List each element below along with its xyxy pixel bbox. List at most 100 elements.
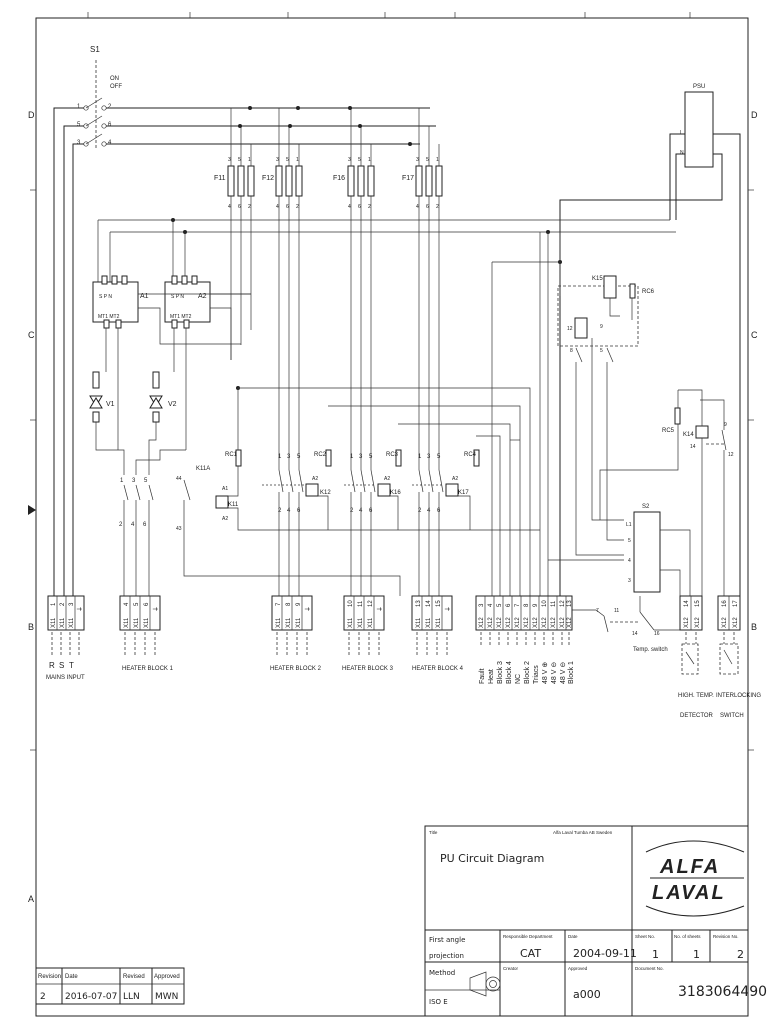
svg-text:Approved: Approved <box>154 974 180 980</box>
document-number: 3183064490 <box>678 984 767 1000</box>
svg-text:No. of sheets: No. of sheets <box>674 934 701 939</box>
svg-text:Date: Date <box>568 934 578 939</box>
svg-text:5: 5 <box>358 157 361 163</box>
svg-text:S1: S1 <box>90 45 100 54</box>
svg-text:RC1: RC1 <box>225 452 238 458</box>
svg-text:3: 3 <box>359 454 363 460</box>
row-mark-b-right: B <box>751 622 757 632</box>
svg-text:16: 16 <box>722 600 728 607</box>
svg-text:X12: X12 <box>560 617 566 628</box>
svg-text:15: 15 <box>695 600 701 607</box>
fuse-f12: F12 3 5 1 4 6 2 <box>262 157 303 210</box>
svg-text:16: 16 <box>654 631 660 637</box>
svg-text:Block 3: Block 3 <box>497 661 504 684</box>
terminal-strip-heater3: X11 X11 X11 ⏚ 10 11 12 HEATER BLOCK 3 <box>342 595 394 672</box>
svg-text:3: 3 <box>479 603 485 607</box>
svg-text:X11: X11 <box>124 617 130 628</box>
svg-text:4: 4 <box>488 603 494 607</box>
svg-text:F11: F11 <box>214 175 226 182</box>
svg-text:First angle: First angle <box>429 936 465 944</box>
triac-v2: V2 <box>149 371 177 423</box>
svg-text:ALFA: ALFA <box>659 856 720 878</box>
svg-text:5: 5 <box>297 454 301 460</box>
svg-text:⏚: ⏚ <box>77 606 84 612</box>
svg-text:10: 10 <box>542 600 548 607</box>
row-mark-d-right: D <box>751 110 758 120</box>
svg-text:44: 44 <box>176 476 182 482</box>
svg-text:S: S <box>59 661 64 670</box>
svg-text:3: 3 <box>77 140 81 146</box>
terminal-strip-heater1: X11 X11 X11 ⏚ 4 5 6 HEATER BLOCK 1 <box>119 595 174 672</box>
terminal-strip-signals: X12 X12 X12 X12 X12 X12 X12 X12 X12 X12 … <box>475 595 575 684</box>
svg-text:X12: X12 <box>684 617 690 628</box>
main-switch-s1: S1 ON OFF 1 5 3 2 6 4 <box>77 45 122 150</box>
svg-text:2: 2 <box>737 948 744 961</box>
svg-text:DETECTOR: DETECTOR <box>680 713 714 719</box>
svg-text:Revision: Revision <box>38 974 61 980</box>
svg-text:PSU: PSU <box>693 84 705 90</box>
svg-text:6: 6 <box>506 603 512 607</box>
svg-text:1: 1 <box>120 478 124 484</box>
svg-text:Fault: Fault <box>479 668 486 684</box>
svg-text:L1: L1 <box>626 522 632 528</box>
title-block: Title Alfa Laval Tumba AB Sweden PU Circ… <box>424 825 767 1017</box>
svg-text:6: 6 <box>286 204 289 210</box>
svg-text:X11: X11 <box>51 617 57 628</box>
svg-text:15: 15 <box>436 600 442 607</box>
contact-group-heater1: 1 3 5 2 4 6 <box>119 478 154 596</box>
svg-text:Block 2: Block 2 <box>524 661 531 684</box>
svg-text:2: 2 <box>436 204 439 210</box>
svg-text:6: 6 <box>437 508 441 514</box>
svg-text:4: 4 <box>124 602 130 606</box>
svg-text:4: 4 <box>359 508 363 514</box>
svg-text:X11: X11 <box>60 617 66 628</box>
drawing-frame: D C B A D C B <box>28 12 758 1017</box>
svg-text:6: 6 <box>143 522 147 528</box>
junction-dots <box>171 106 562 390</box>
svg-text:12: 12 <box>368 600 374 607</box>
svg-text:X12: X12 <box>733 617 739 628</box>
svg-text:48 V ⊖: 48 V ⊖ <box>551 662 558 684</box>
svg-text:N: N <box>680 150 684 156</box>
svg-text:Document No.: Document No. <box>635 966 664 971</box>
center-arrow-icon <box>28 505 36 515</box>
svg-text:1: 1 <box>77 104 81 110</box>
svg-text:2: 2 <box>418 508 422 514</box>
relay-k16: 1 3 5 2 4 6 A2 K16 RC3 <box>344 449 402 596</box>
svg-text:⏚: ⏚ <box>305 606 312 612</box>
svg-text:RC2: RC2 <box>314 452 327 458</box>
svg-text:⏚: ⏚ <box>377 606 384 612</box>
svg-text:2016-07-07: 2016-07-07 <box>65 992 117 1002</box>
svg-text:6: 6 <box>144 602 150 606</box>
terminal-strip-interlock: X12 X12 16 17 INTERLOCKING SWITCH <box>716 595 761 719</box>
revision-block: Revision Date Revised Approved 2 2016-07… <box>35 967 185 1005</box>
terminal-strip-heater4: X11 X11 X11 ⏚ 13 14 15 HEATER BLOCK 4 <box>411 595 464 672</box>
svg-text:6: 6 <box>238 204 241 210</box>
svg-text:3: 3 <box>287 454 291 460</box>
svg-text:X11: X11 <box>296 617 302 628</box>
controller-a1: A1 S P N MT1 MT2 <box>92 275 149 329</box>
svg-text:K11A: K11A <box>196 466 210 472</box>
svg-text:MT1 MT2: MT1 MT2 <box>170 314 192 320</box>
svg-text:6: 6 <box>358 204 361 210</box>
svg-text:43: 43 <box>176 526 182 532</box>
svg-text:X12: X12 <box>551 617 557 628</box>
svg-text:A2: A2 <box>198 293 207 300</box>
svg-text:5: 5 <box>77 122 81 128</box>
svg-text:9: 9 <box>600 324 603 330</box>
svg-text:5: 5 <box>426 157 429 163</box>
svg-text:F17: F17 <box>402 175 414 182</box>
terminal-strip-temp-detector: X12 X12 14 15 HIGH. TEMP. DETECTOR <box>678 595 714 719</box>
svg-text:X11: X11 <box>368 617 374 628</box>
svg-text:LLN: LLN <box>123 992 140 1002</box>
svg-text:X11: X11 <box>436 617 442 628</box>
svg-text:Block 1: Block 1 <box>568 661 575 684</box>
mains-wiring <box>53 107 436 596</box>
relay-k14: RC5 K14 14 912 <box>599 389 734 596</box>
svg-text:5: 5 <box>628 538 631 544</box>
svg-text:12: 12 <box>728 452 734 458</box>
svg-text:13: 13 <box>567 600 573 607</box>
svg-text:6: 6 <box>426 204 429 210</box>
svg-text:5: 5 <box>238 157 241 163</box>
svg-text:F12: F12 <box>262 175 274 182</box>
